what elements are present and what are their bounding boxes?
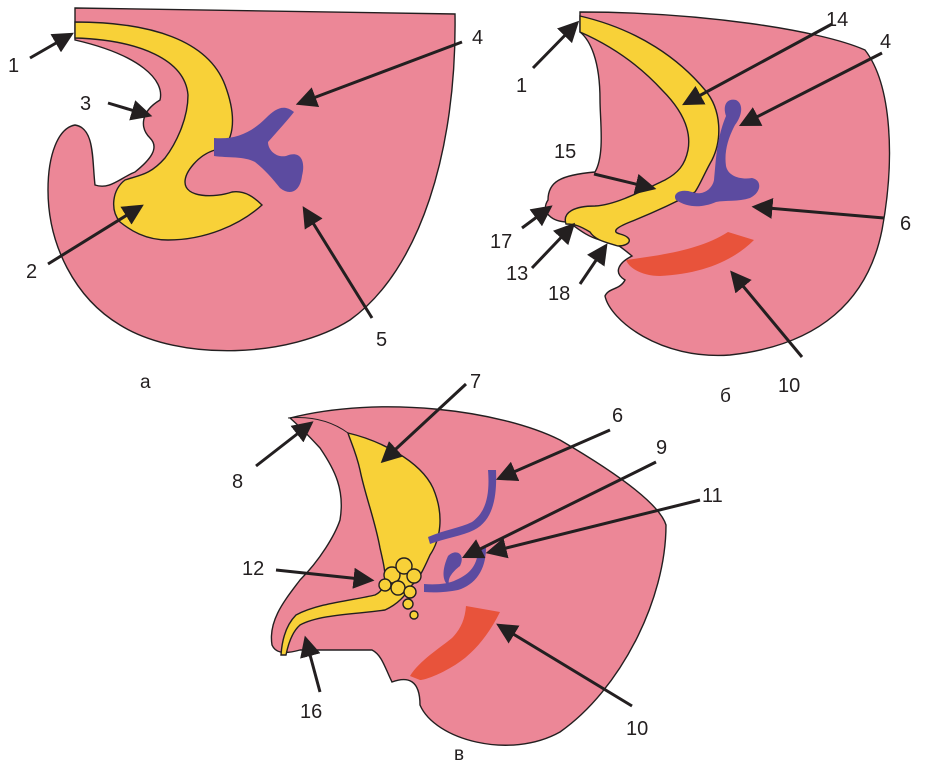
panel-a-arrow-3 — [108, 103, 148, 115]
panel-b-label-13: 13 — [506, 263, 528, 285]
panel-b-label-1: 1 — [516, 75, 527, 97]
panel-c-label-8: 8 — [232, 471, 243, 493]
panel-a-label-4: 4 — [472, 27, 483, 49]
panel-c-label-11: 11 — [702, 485, 723, 507]
panel-c-label-7: 7 — [470, 371, 481, 393]
panel-b-caption: б — [720, 386, 731, 407]
panel-a-caption: а — [140, 372, 151, 393]
panel-b-arrow-17 — [522, 208, 549, 228]
panel-a-label-2: 2 — [26, 261, 37, 283]
panel-b-label-15: 15 — [554, 141, 576, 163]
panel-b-arrow-13 — [532, 226, 572, 268]
panel-a-label-5: 5 — [376, 329, 387, 351]
panel-c-caption: в — [454, 744, 464, 765]
panel-b-arrow-1 — [533, 24, 576, 68]
panel-b-label-6: 6 — [900, 213, 911, 235]
panel-a-label-3: 3 — [80, 93, 91, 115]
panel-b-label-10: 10 — [778, 375, 800, 397]
panel-c-label-16: 16 — [300, 701, 322, 723]
panel-c-label-12: 12 — [242, 558, 264, 580]
panel-a-arrow-1 — [30, 35, 70, 58]
panel-b: 1 4 6 10 13 14 15 17 18 б — [490, 9, 911, 407]
panel-c: 6 7 8 9 10 11 12 16 в — [232, 371, 723, 765]
panel-a-label-1: 1 — [8, 55, 19, 77]
panel-b-label-14: 14 — [826, 9, 848, 31]
panel-c-arrow-8 — [256, 424, 310, 466]
panel-c-label-9: 9 — [656, 437, 667, 459]
panel-b-arrow-18 — [580, 247, 605, 284]
panel-b-label-4: 4 — [880, 31, 891, 53]
panel-c-label-10: 10 — [626, 718, 648, 740]
panel-b-label-18: 18 — [548, 283, 570, 305]
panel-a-tissue — [48, 8, 455, 351]
panel-b-label-17: 17 — [490, 231, 512, 253]
panel-c-label-6: 6 — [612, 405, 623, 427]
panel-a: 1 2 3 4 5 а — [8, 8, 483, 393]
